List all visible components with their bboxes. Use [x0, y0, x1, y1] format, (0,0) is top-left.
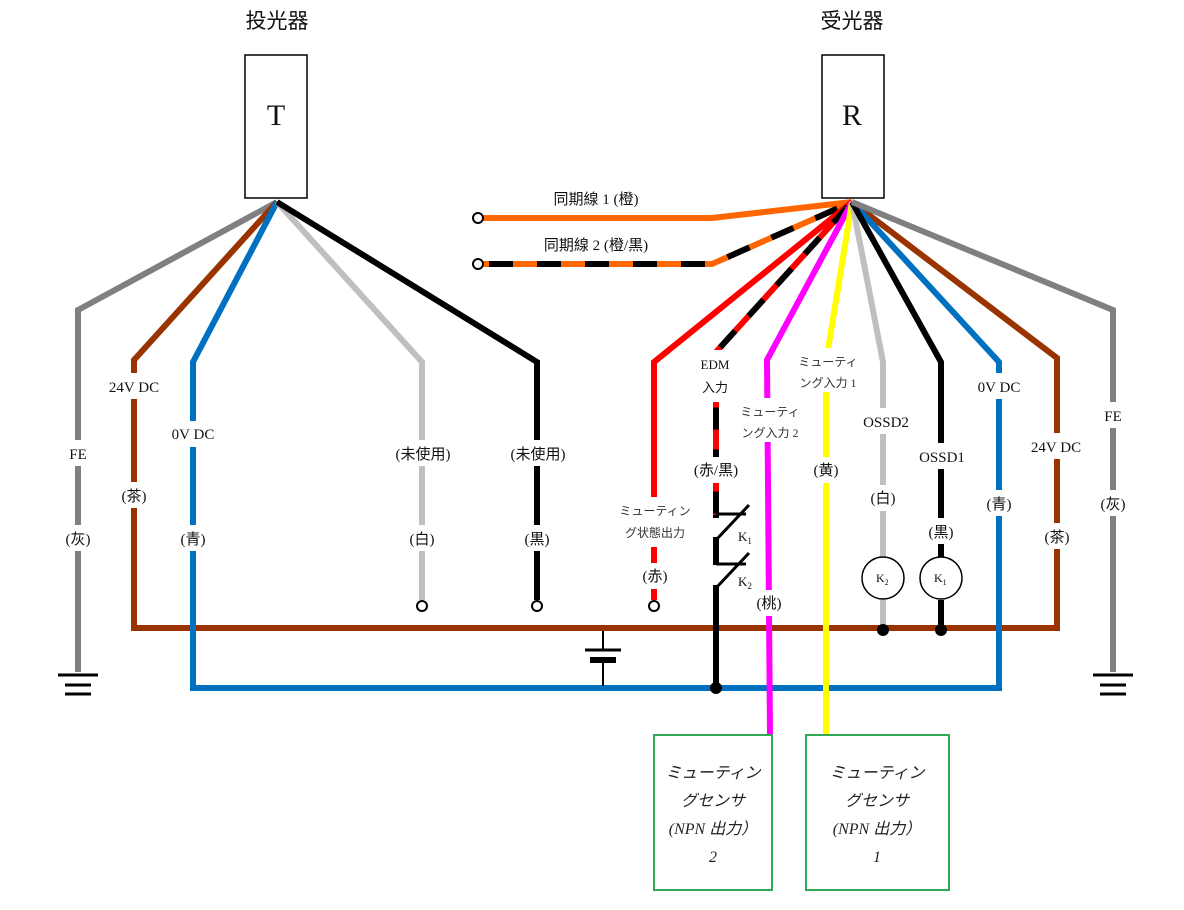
terminal-r-muting-status	[648, 600, 660, 612]
r-fe-name: FE	[1104, 409, 1122, 425]
ground-icon	[58, 673, 98, 696]
wire-t-0v	[190, 199, 1002, 691]
wire-sync1	[481, 199, 853, 221]
t-unused-white-name: (未使用)	[396, 446, 451, 463]
t-unused-black-color: (黒)	[525, 532, 550, 548]
terminal-sync2	[472, 258, 484, 270]
junction-dot	[935, 624, 947, 636]
r-0v-name: 0V DC	[978, 380, 1021, 396]
wire-t-fe	[75, 199, 279, 672]
r-ossd1-name: OSSD1	[919, 450, 965, 466]
r-muting2-name-1: ミューティ	[740, 405, 799, 419]
r-ossd2-color: (白)	[871, 490, 896, 507]
t-24v-color: (茶)	[122, 488, 147, 505]
t-unused-white-color: (白)	[410, 531, 435, 548]
transmitter-letter: T	[267, 99, 285, 132]
r-edm-color: (赤/黒)	[694, 462, 738, 479]
r-muting-status-name-1: ミューティン	[619, 504, 690, 518]
sync1-label: 同期線 1 (橙)	[554, 191, 639, 208]
terminal-sync1	[472, 212, 484, 224]
r-ossd2-name: OSSD2	[863, 415, 909, 431]
transmitter-title: 投光器	[246, 9, 309, 33]
receiver-letter: R	[842, 99, 862, 132]
transmitter-box	[244, 54, 308, 199]
muting-sensor-1-box	[805, 734, 950, 891]
sensor-2-line-3: (NPN 出力）	[669, 820, 757, 838]
muting-sensor-2-box	[653, 734, 773, 891]
wire-r-ossd1	[849, 200, 944, 565]
dc-power-supply-icon	[585, 631, 621, 686]
r-muting1-name-2: ング入力 1	[799, 376, 856, 390]
receiver-title: 受光器	[821, 9, 884, 33]
relay-k2-coil	[861, 556, 905, 600]
terminal-t-unused-black	[531, 600, 543, 612]
r-0v-color: (青)	[987, 496, 1012, 513]
r-muting1-color: (黄)	[814, 462, 839, 479]
wire-t-24v	[131, 199, 1060, 631]
sensor-1-line-4: 1	[873, 849, 881, 866]
r-muting1-name-1: ミューティ	[798, 355, 857, 369]
t-0v-name: 0V DC	[172, 427, 215, 443]
r-muting2-color: (桃)	[757, 595, 782, 612]
wire-t-unused-black	[275, 199, 540, 600]
label-gaps	[60, 348, 1133, 616]
wire-sync2-stripes	[481, 199, 854, 267]
t-unused-black-name: (未使用)	[511, 446, 566, 463]
t-24v-name: 24V DC	[109, 380, 159, 396]
r-edm-name-1: EDM	[701, 357, 730, 372]
r-muting-status-name-2: グ状態出力	[625, 525, 685, 540]
sensor-2-line-1: ミューティン	[665, 765, 761, 782]
sensor-2-line-4: 2	[709, 849, 717, 866]
junction-dot	[710, 682, 722, 694]
t-fe-color: (灰)	[66, 531, 91, 548]
relay-k2-label: K2	[876, 571, 889, 587]
sensor-1-line-3: (NPN 出力）	[833, 820, 921, 838]
sensor-2-line-2: グセンサ	[681, 792, 747, 810]
contact-k1-blade	[714, 503, 751, 542]
contact-k2-blade	[714, 551, 751, 590]
r-fe-color: (灰)	[1101, 496, 1126, 513]
t-0v-color: (青)	[181, 531, 206, 548]
sensor-1-line-2: グセンサ	[845, 792, 911, 810]
contact-k2-label: K2	[738, 574, 752, 591]
terminal-t-unused-white	[416, 600, 428, 612]
r-ossd1-color: (黒)	[929, 525, 954, 541]
t-fe-name: FE	[69, 447, 87, 463]
relay-k1-coil	[919, 556, 963, 600]
contact-k1-label: K1	[738, 529, 752, 546]
junction-dot	[877, 624, 889, 636]
relay-k1-label: K1	[934, 571, 947, 587]
wire-t-unused-white	[274, 199, 425, 600]
r-edm-name-2: 入力	[702, 380, 728, 395]
r-muting-status-color: (赤)	[643, 568, 668, 585]
r-muting2-name-2: ング入力 2	[741, 426, 798, 440]
r-24v-color: (茶)	[1045, 529, 1070, 546]
sensor-1-line-1: ミューティン	[829, 765, 925, 782]
r-24v-name: 24V DC	[1031, 440, 1081, 456]
receiver-box	[821, 54, 885, 199]
wire-r-fe	[850, 199, 1116, 672]
sync2-label: 同期線 2 (橙/黒)	[544, 237, 648, 254]
ground-icon	[1093, 673, 1133, 696]
